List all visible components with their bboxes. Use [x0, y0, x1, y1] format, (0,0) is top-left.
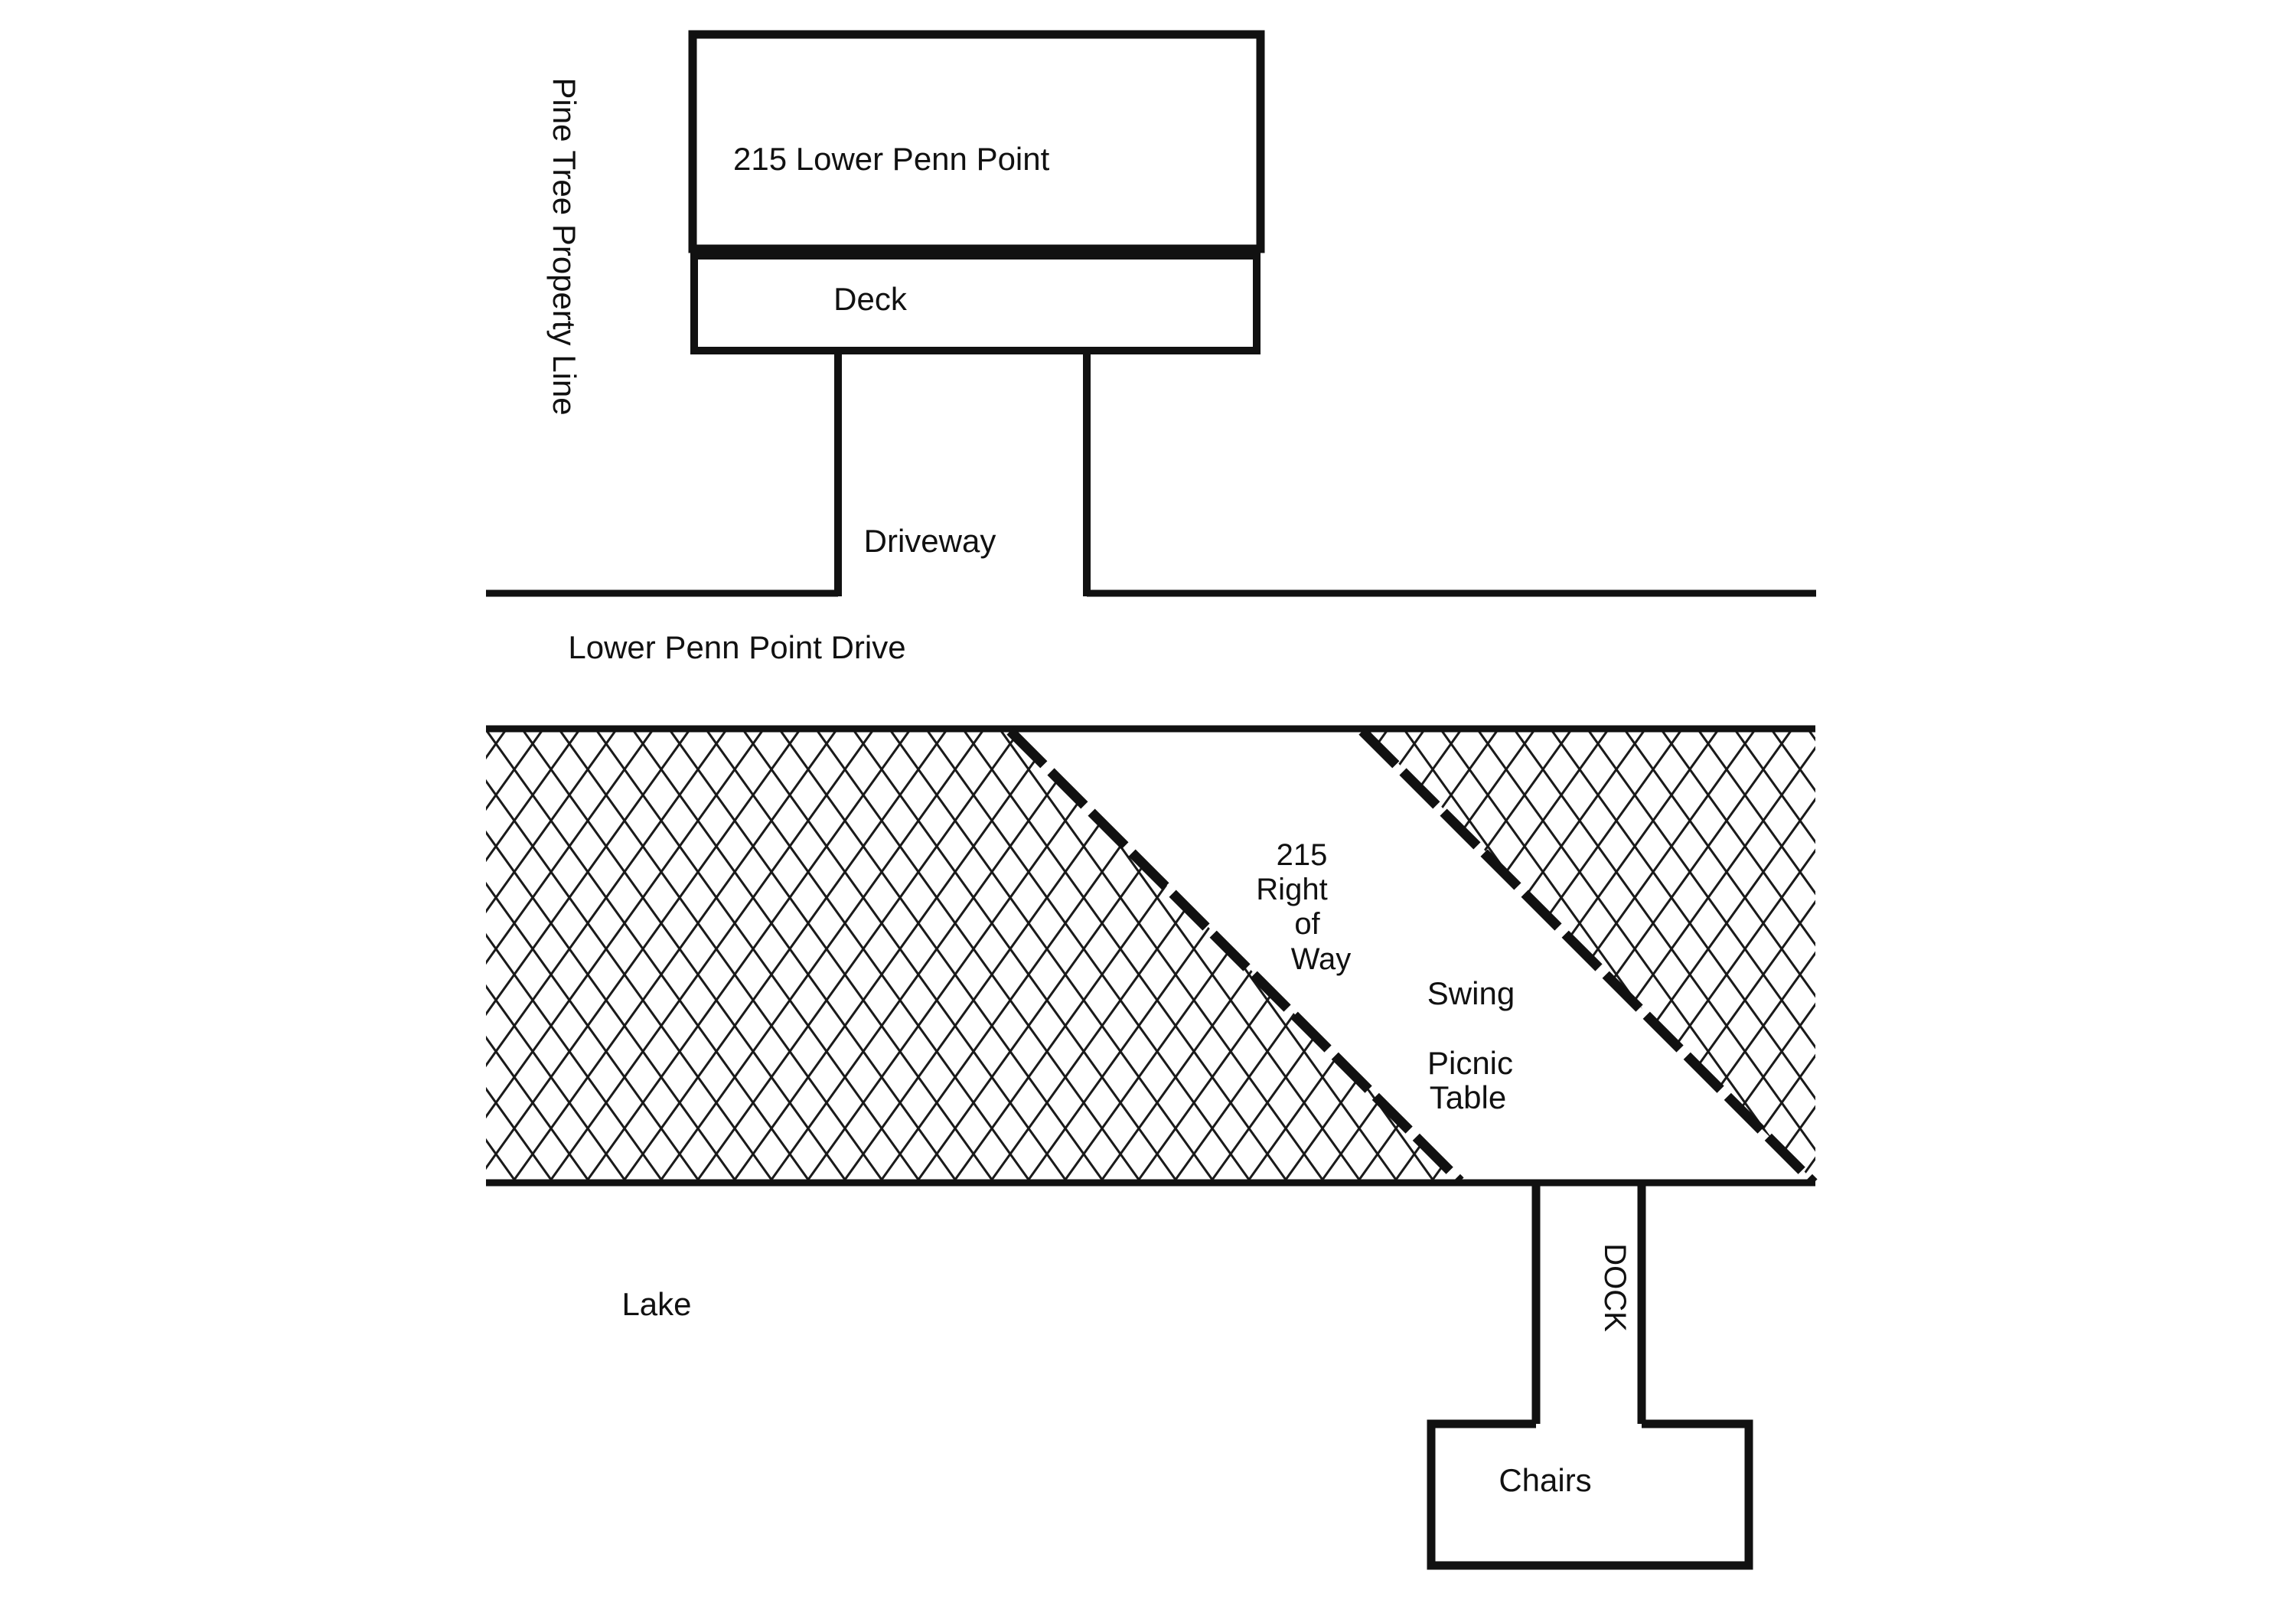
- hatch-left-region: [486, 729, 1462, 1183]
- deck-label: Deck: [833, 281, 908, 317]
- right-of-way-label-line3: of: [1294, 907, 1320, 941]
- driveway-label: Driveway: [864, 523, 996, 559]
- picnic-table-label-line2: Table: [1430, 1079, 1506, 1115]
- swing-label: Swing: [1427, 975, 1515, 1011]
- house-label: 215 Lower Penn Point: [733, 141, 1050, 177]
- house-outline: [688, 30, 1265, 253]
- right-of-way-label-line4: Way: [1291, 942, 1352, 976]
- picnic-table-label-line1: Picnic: [1427, 1045, 1513, 1081]
- dock-label: DOCK: [1598, 1243, 1632, 1332]
- chairs-label: Chairs: [1499, 1462, 1591, 1498]
- right-of-way-label-line1: 215: [1277, 838, 1328, 872]
- chairs-outline: [1427, 1419, 1753, 1570]
- right-of-way-right-boundary: [1358, 727, 1818, 1187]
- lake-label: Lake: [621, 1286, 691, 1322]
- deck-outline: [690, 252, 1261, 354]
- road-label: Lower Penn Point Drive: [568, 629, 905, 665]
- property-line-label: Pine Tree Property Line: [546, 77, 582, 415]
- right-of-way-left-boundary: [1006, 727, 1464, 1185]
- right-of-way-label-line2: Right: [1256, 873, 1327, 906]
